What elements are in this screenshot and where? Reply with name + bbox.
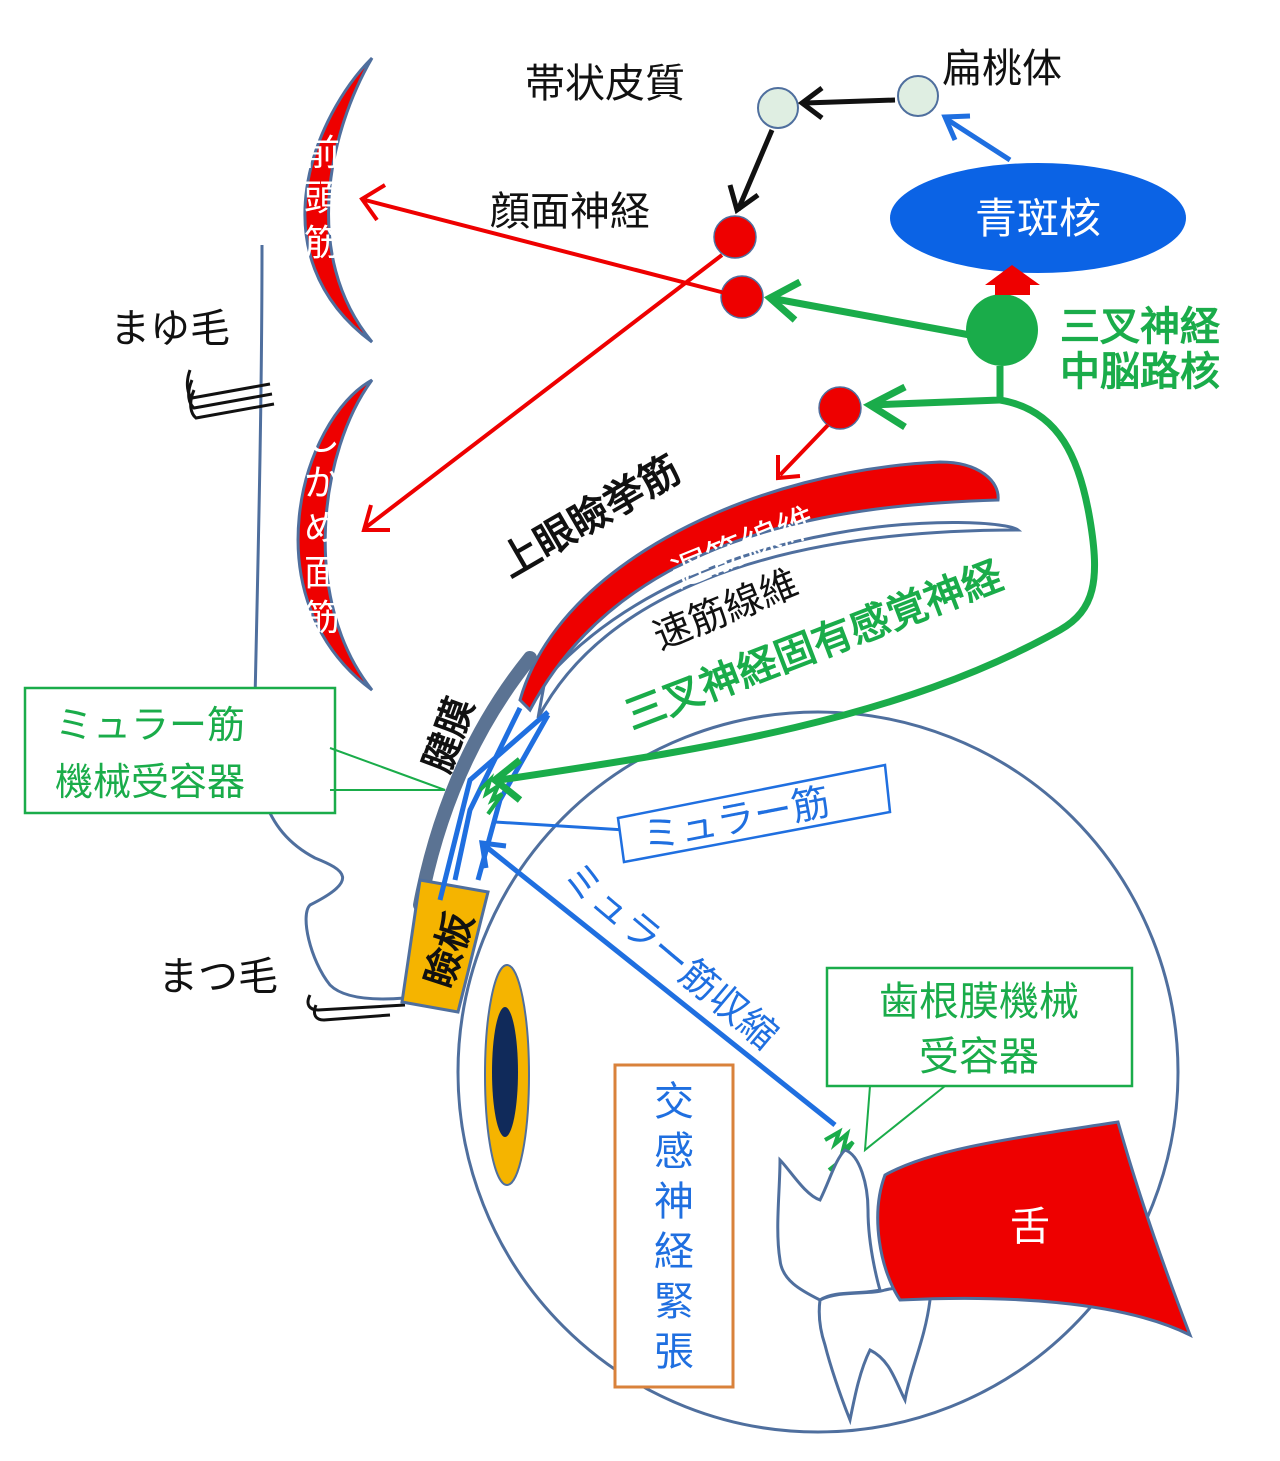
arrow-trigeminal-to-facial	[769, 294, 971, 339]
label-muller-muscle: ミュラー筋	[638, 779, 833, 858]
label-frontalis-1: 前	[304, 133, 340, 174]
arrow-cingulate-to-facial	[735, 129, 775, 211]
label-muller-mech-2: 機械受容器	[55, 760, 245, 804]
eyelash-hairs	[306, 994, 406, 1022]
head-outline	[456, 710, 1180, 1434]
arrow-trigeminal-to-oculomotor	[869, 366, 1004, 409]
arrow-oculomotor-to-levator	[778, 423, 830, 477]
arrow-amygdala-to-cingulate	[804, 97, 896, 106]
muller-mech-pointer	[329, 747, 446, 791]
muller-contraction-arrowhead	[479, 840, 507, 869]
arrowhead-locus-to-amygdala	[941, 113, 971, 141]
amygdala-node	[897, 75, 939, 117]
periodontal-pointer	[863, 1085, 946, 1153]
label-frontalis-3: 筋	[304, 223, 340, 264]
label-frontalis-2: 頭	[304, 178, 340, 219]
label-trigeminal-mesencephalic-1: 三叉神経	[1060, 304, 1221, 350]
label-eyebrow: まゆ毛	[110, 306, 230, 352]
label-sympathetic-1: 交	[654, 1079, 694, 1125]
fast-fibers-shape	[536, 521, 1023, 719]
arrowhead-oculomotor-to-levator	[776, 455, 801, 481]
label-sympathetic-5: 緊	[654, 1279, 694, 1325]
label-corrugator-4: 面	[304, 553, 340, 594]
trigeminal-proprioceptive-nerve	[499, 396, 1098, 784]
arrowhead-amygdala-to-cingulate	[797, 86, 824, 120]
arrowhead-cingulate-to-facial	[727, 184, 760, 215]
label-sympathetic-2: 感	[654, 1129, 694, 1175]
label-trigeminal-mesencephalic-2: 中脳路核	[1060, 349, 1220, 395]
face-profile	[253, 244, 406, 1001]
eye-pupil	[492, 1007, 518, 1137]
label-sympathetic-3: 神	[654, 1179, 694, 1225]
locus-coeruleus-node	[890, 163, 1186, 273]
upper-tooth-outline	[776, 1148, 882, 1302]
periodontal-box	[825, 966, 1134, 1088]
corrugator-muscle	[296, 378, 374, 692]
aponeurosis-band	[413, 651, 537, 912]
arrow-facial-to-corrugator	[363, 253, 724, 530]
muller-contraction-arrow	[482, 843, 837, 1127]
tongue-shape	[876, 1120, 1193, 1339]
sympathetic-box	[613, 1063, 735, 1389]
label-corrugator-3: め	[304, 508, 340, 549]
facial-nucleus-upper	[713, 215, 757, 259]
arrowhead-facial-to-corrugator	[361, 504, 390, 532]
label-amygdala: 扁桃体	[942, 46, 1062, 92]
label-corrugator-5: 筋	[304, 598, 340, 639]
arrowhead-trigeminal-to-facial	[763, 278, 802, 323]
label-corrugator-2: か	[304, 463, 340, 504]
frontalis-muscle	[303, 56, 374, 344]
slow-fibers-shape	[518, 460, 1000, 713]
label-tongue: 舌	[1010, 1204, 1050, 1250]
trigeminal-mesencephalic-node	[966, 294, 1038, 366]
arrowhead-trigeminal-to-oculomotor	[862, 383, 907, 430]
muller-muscle-box	[616, 763, 892, 864]
arrow-facial-to-frontalis	[364, 198, 726, 295]
muller-pointer-line	[494, 820, 626, 832]
eyebrow-hairs	[185, 369, 275, 420]
label-periodontal-1: 歯根膜機械	[879, 979, 1079, 1025]
label-corrugator-1: し	[304, 418, 340, 459]
cingulate-node	[757, 87, 799, 129]
arrowhead-facial-to-frontalis	[359, 183, 387, 222]
label-locus-coeruleus: 青斑核	[975, 194, 1101, 243]
arrowhead-proprioceptive	[489, 757, 523, 803]
muller-mechanoreceptor-box	[23, 686, 337, 815]
arrow-trigeminal-to-locus	[985, 265, 1040, 295]
label-cingulate: 帯状皮質	[525, 61, 685, 107]
label-sympathetic-6: 張	[654, 1329, 694, 1375]
arrow-locus-to-amygdala	[946, 117, 1012, 163]
label-eyelash: まつ毛	[158, 954, 278, 1000]
lower-tooth-outline	[817, 1286, 932, 1426]
label-periodontal-2: 受容器	[919, 1034, 1039, 1080]
tarsus-plate	[400, 878, 490, 1014]
label-muller-contraction: ミュラー筋収縮	[554, 853, 786, 1058]
facial-nucleus-lower	[720, 275, 764, 319]
oculomotor-nucleus	[818, 386, 862, 430]
label-sympathetic-4: 経	[654, 1229, 694, 1275]
label-facial-nerve: 顔面神経	[490, 189, 650, 235]
label-muller-mech-1: ミュラー筋	[55, 703, 245, 747]
